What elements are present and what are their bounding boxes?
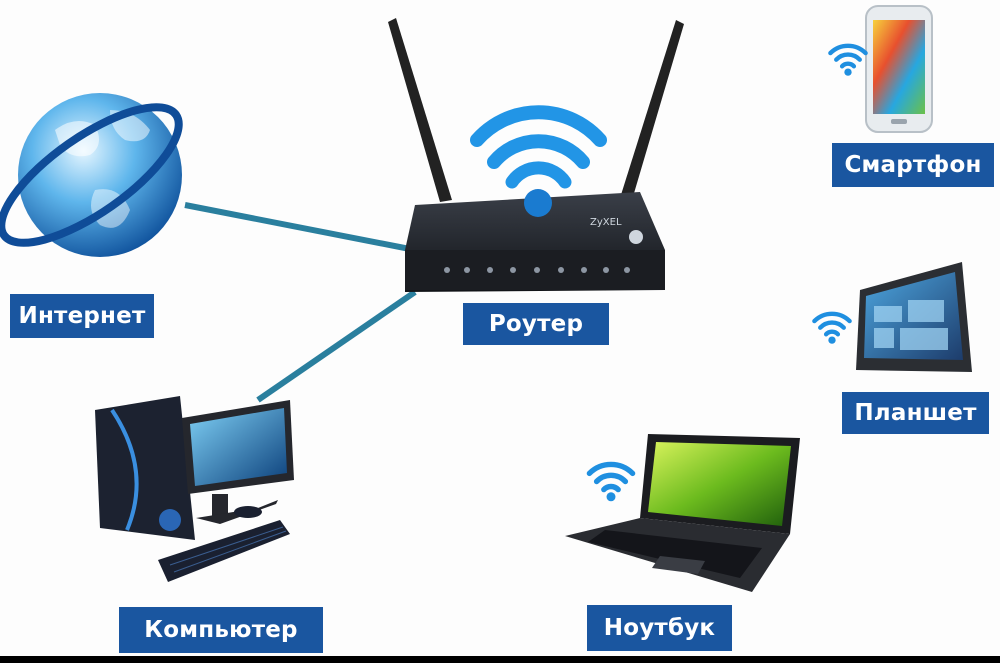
laptop-wifi-icon	[589, 464, 632, 501]
tablet-label: Планшет	[842, 392, 989, 434]
globe-icon	[0, 93, 183, 257]
laptop-label: Ноутбук	[587, 605, 732, 651]
internet-router-line	[184, 202, 416, 253]
connection-lines	[184, 202, 417, 403]
desktop-computer-icon	[95, 396, 294, 582]
tablet-wifi-icon	[814, 314, 849, 344]
router-label: Роутер	[463, 303, 609, 345]
router-indicator-leds	[444, 267, 630, 273]
smartphone-icon	[865, 5, 933, 133]
router-icon: ZyXEL	[388, 18, 684, 292]
internet-label: Интернет	[10, 294, 154, 338]
router-brand: ZyXEL	[590, 217, 622, 228]
router-wifi-icon	[470, 105, 607, 217]
smartphone-wifi-icon	[830, 46, 865, 76]
laptop-icon	[565, 434, 800, 592]
smartphone-label: Смартфон	[832, 143, 994, 187]
computer-label: Компьютер	[119, 607, 323, 653]
tablet-icon	[856, 262, 972, 372]
computer-router-line	[256, 289, 417, 403]
